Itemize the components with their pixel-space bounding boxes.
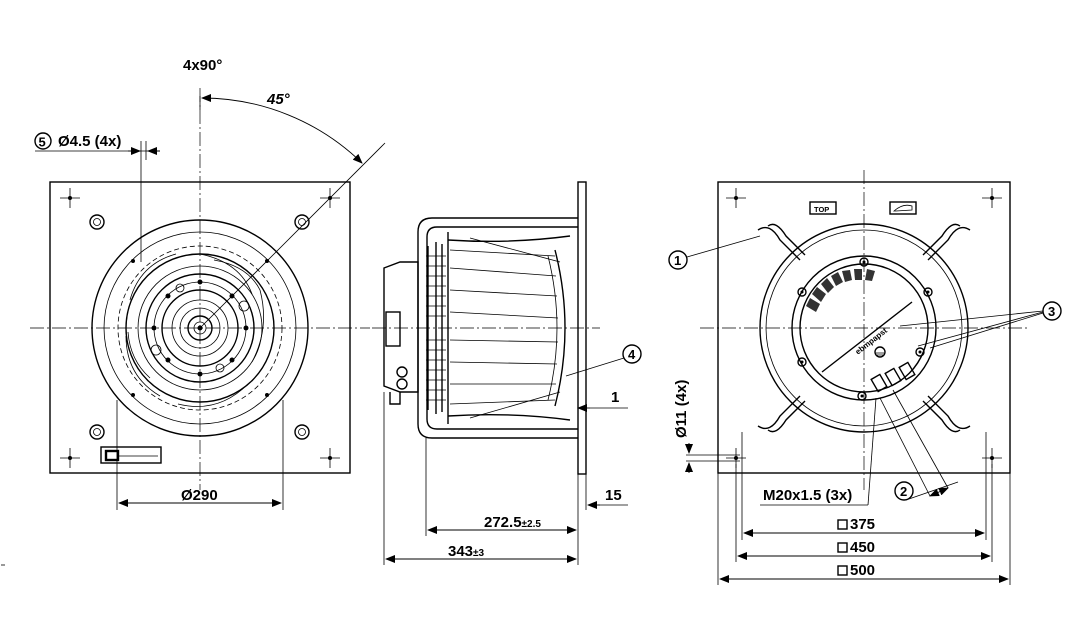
hole-callout-label: Ø4.5 (4x) bbox=[58, 133, 121, 150]
callout-3-number: 3 bbox=[1048, 304, 1055, 319]
thread-label: M20x1.5 (3x) bbox=[763, 487, 852, 504]
top-label: TOP bbox=[814, 205, 829, 214]
dim-11-label: Ø11 (4x) bbox=[673, 380, 690, 438]
callout-4-number: 4 bbox=[628, 347, 636, 362]
callout-2-number: 2 bbox=[900, 484, 907, 499]
angle-total-label: 4x90° bbox=[183, 57, 222, 74]
sq-375-label: 375 bbox=[850, 516, 875, 533]
front-view: Ø290 4x90° 45° 5 Ø4.5 (4x) bbox=[30, 57, 386, 510]
dim-1-label: 1 bbox=[611, 389, 619, 406]
sq-500-label: 500 bbox=[850, 562, 875, 579]
side-view: 4 1 15 272.5±2.5 343±3 bbox=[372, 181, 642, 565]
rear-view: TOP bbox=[668, 170, 1062, 585]
diameter-290-label: Ø290 bbox=[181, 487, 218, 504]
callout-5-number: 5 bbox=[39, 135, 46, 150]
callout-1-number: 1 bbox=[674, 253, 681, 268]
dim-15-label: 15 bbox=[605, 487, 622, 504]
angle-45-label: 45° bbox=[266, 91, 291, 108]
brand-label: ebmpapst bbox=[854, 326, 890, 357]
sq-450-label: 450 bbox=[850, 539, 875, 556]
dim-272-label: 272.5±2.5 bbox=[484, 514, 541, 531]
dim-343-label: 343±3 bbox=[448, 543, 485, 560]
